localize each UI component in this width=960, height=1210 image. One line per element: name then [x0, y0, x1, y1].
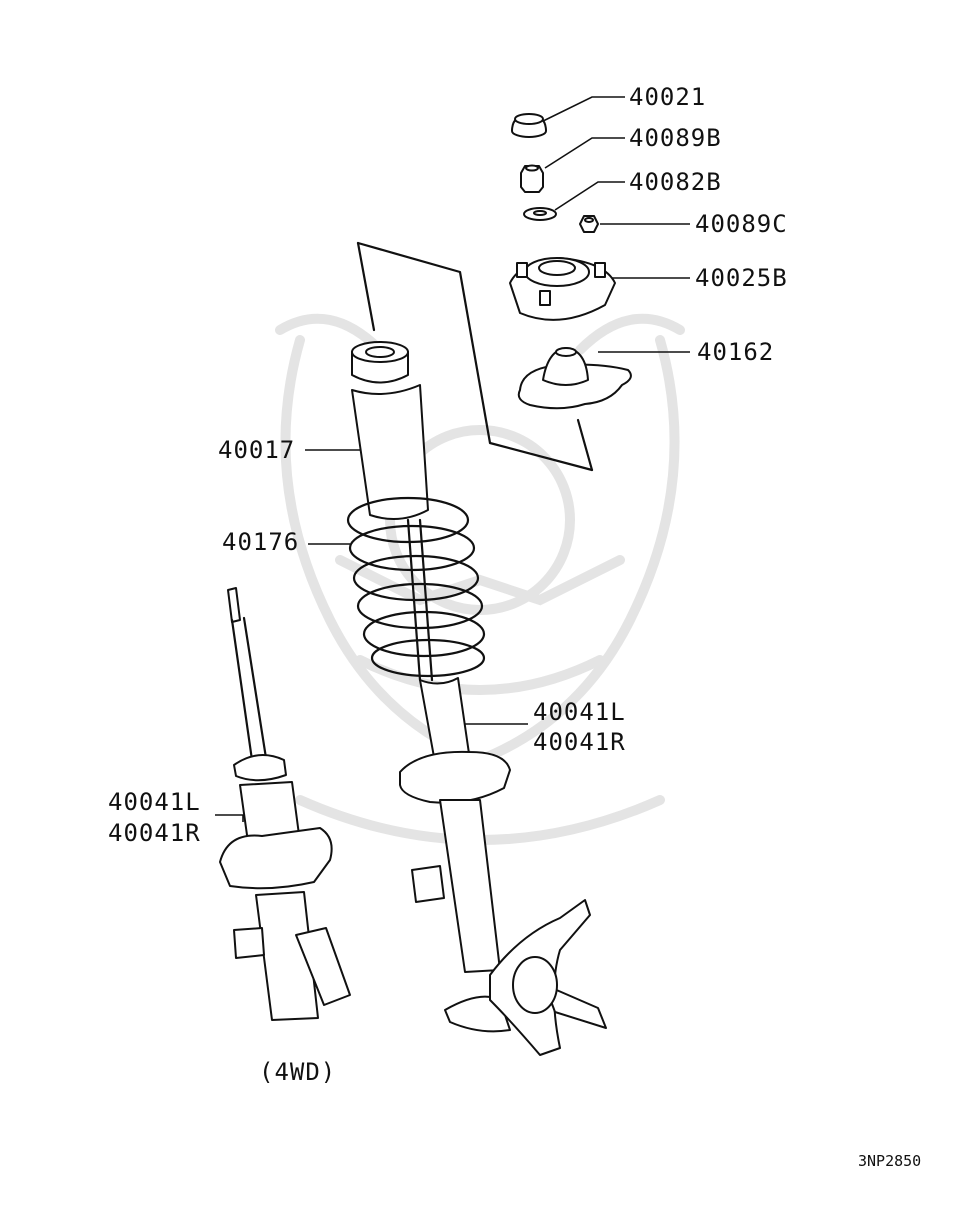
label-40162: 40162 — [697, 338, 774, 366]
label-40041r-left: 40041R — [108, 819, 201, 847]
label-40041l-left: 40041L — [108, 788, 201, 816]
dust-boot — [351, 341, 429, 520]
label-40017: 40017 — [218, 436, 295, 464]
strut-assembly-left — [219, 587, 351, 1021]
label-40021: 40021 — [629, 83, 706, 111]
strut-assembly-right — [399, 518, 607, 1056]
label-40176: 40176 — [222, 528, 299, 556]
top-mount-hardware — [509, 113, 632, 410]
label-40089b: 40089B — [629, 124, 722, 152]
leader-lines — [215, 96, 690, 822]
label-40025b: 40025B — [695, 264, 788, 292]
label-40041r-right: 40041R — [533, 728, 626, 756]
diagram-code: 3NP2850 — [858, 1152, 921, 1170]
label-40041l-right: 40041L — [533, 698, 626, 726]
label-40089c: 40089C — [695, 210, 788, 238]
exploded-bracket — [356, 241, 594, 472]
variant-note: (4WD) — [259, 1058, 336, 1086]
label-40082b: 40082B — [629, 168, 722, 196]
